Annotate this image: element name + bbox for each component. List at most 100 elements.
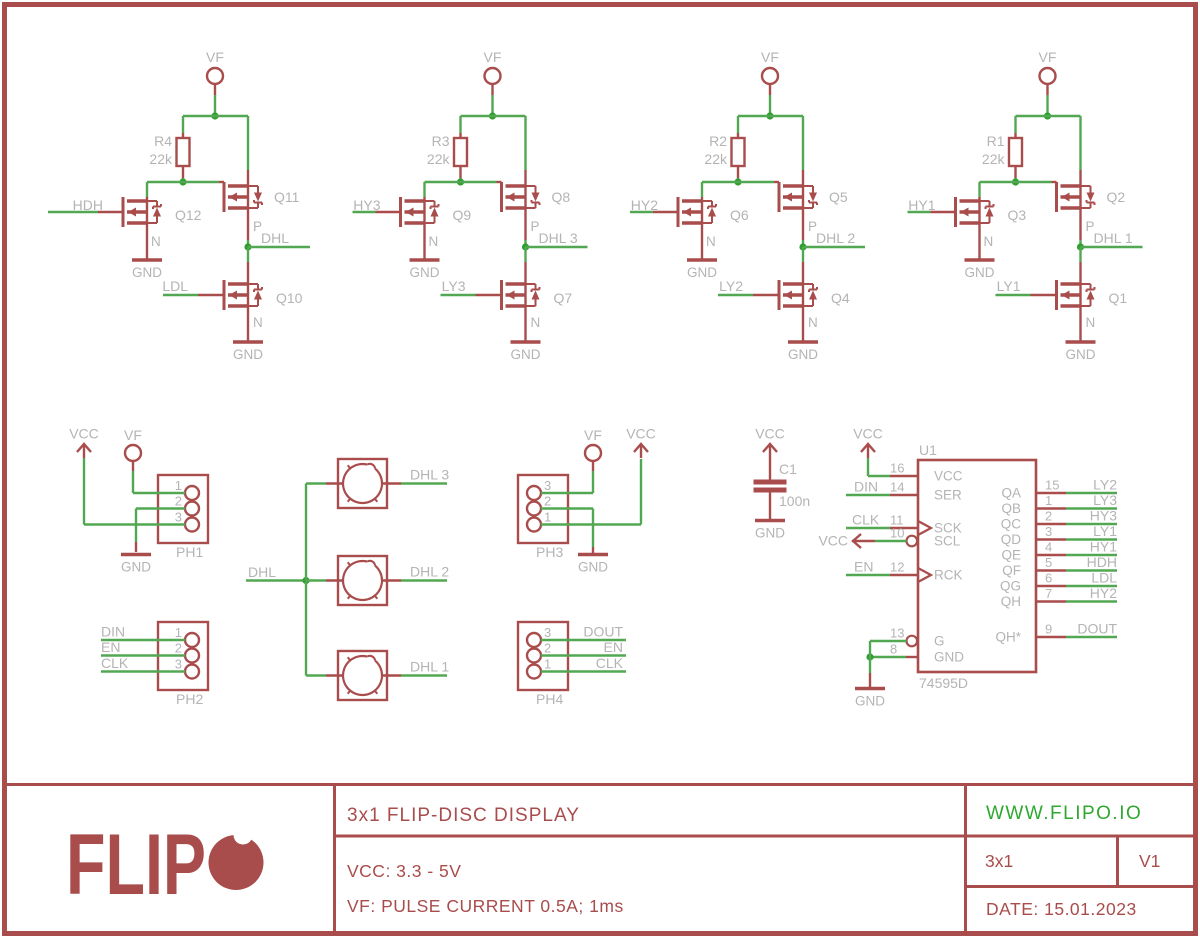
pin-number: 7 — [1045, 586, 1052, 601]
gnd-symbol: GND — [409, 258, 440, 280]
arrow-icon — [1061, 192, 1070, 202]
pin-circle — [525, 484, 543, 502]
mosfet-name: Q9 — [453, 207, 472, 223]
diode-triangle — [809, 290, 817, 300]
cap-plate — [753, 479, 787, 485]
signal-label: EN — [101, 639, 120, 655]
disc-box — [336, 457, 389, 510]
cap-name: C1 — [779, 461, 797, 477]
vcc-arrow-icon — [762, 442, 778, 458]
disc-notch — [366, 559, 377, 566]
ic-pin-name: GND — [934, 650, 964, 665]
disc-tab — [373, 497, 379, 503]
pin-circle — [183, 516, 201, 533]
sheet-version: V1 — [1139, 851, 1160, 871]
signal-label: EN — [604, 639, 623, 655]
pin-number: 3 — [1045, 524, 1052, 539]
resistor-value: 22k — [704, 151, 728, 167]
vf-terminal-icon — [123, 443, 143, 463]
signal-label: HDH — [1087, 554, 1117, 570]
gnd-symbol: GND — [964, 258, 995, 280]
ic-u1-74595d: U174595D16VCCVCC14SERDIN11SCKCLK10SCLVCC… — [818, 426, 1117, 709]
gnd-label: GND — [788, 347, 818, 362]
mosfet-name: Q3 — [1008, 207, 1027, 223]
sheet-title: 3x1 FLIP-DISC DISPLAY — [347, 805, 580, 826]
signal-label: DOUT — [1077, 621, 1117, 637]
ic-part: 74595D — [919, 675, 968, 691]
gnd-label: GND — [755, 526, 785, 541]
disc-tab — [346, 464, 352, 470]
disc-tab — [373, 689, 379, 695]
disc-output-label: DHL 1 — [410, 659, 449, 675]
vcc-label: VCC — [69, 426, 99, 442]
pin-number: 1 — [175, 625, 182, 640]
mosfet-q4 — [777, 280, 818, 310]
ic-pin-name: SER — [934, 488, 962, 503]
pin-number: 11 — [890, 513, 904, 528]
inverter-bubble-icon — [905, 534, 919, 548]
resistor-body — [452, 136, 469, 168]
vcc-arrow-icon — [633, 442, 649, 458]
pin-number: 2 — [1045, 509, 1052, 524]
diode-triangle — [153, 207, 161, 217]
low-input-label: LY1 — [997, 278, 1021, 294]
pin-circle — [525, 516, 543, 533]
high-input-label: HDH — [73, 197, 103, 213]
connector-name: PH4 — [536, 691, 563, 707]
gnd-symbol: GND — [788, 340, 818, 362]
pin-number: 13 — [890, 626, 904, 641]
pin-number: 1 — [544, 657, 551, 672]
pin-number: 2 — [175, 641, 182, 656]
gnd-symbol: GND — [578, 552, 608, 575]
high-input-label: HY3 — [353, 197, 380, 213]
channel-type-label: N — [1086, 315, 1096, 330]
diode-triangle — [809, 192, 817, 202]
mosfet-name: Q11 — [274, 189, 300, 205]
ic-pin-name: SCL — [934, 534, 961, 549]
title-block — [6, 783, 1194, 932]
mosfet-q6 — [676, 197, 717, 227]
pin-number: 4 — [1045, 540, 1052, 555]
gnd-symbol: GND — [233, 340, 263, 362]
ic-pin-name: QB — [1001, 501, 1021, 516]
disc-circle — [341, 654, 384, 697]
signal-label: CLK — [596, 655, 624, 671]
ic-pin-name: G — [934, 634, 945, 649]
mosfet-q7 — [500, 280, 541, 310]
signal-label: HY2 — [1090, 585, 1117, 601]
mosfet-name: Q4 — [831, 290, 850, 306]
arrow-icon — [683, 207, 691, 217]
vf-terminal-icon — [205, 66, 225, 86]
arrow-icon — [405, 207, 414, 217]
gnd-label: GND — [578, 560, 608, 575]
mosfet-name: Q2 — [1107, 189, 1126, 205]
clock-wedge-icon — [917, 520, 934, 536]
gnd-symbol: GND — [132, 258, 162, 280]
ic-pin-name: QA — [1001, 486, 1021, 501]
signal-label: LY2 — [1093, 477, 1117, 493]
diode-triangle — [985, 207, 994, 217]
gnd-label: GND — [687, 265, 717, 280]
channel-type-label: N — [531, 315, 541, 330]
logo-disc-icon — [208, 835, 264, 890]
mosfet-q5 — [777, 182, 818, 212]
gnd-label: GND — [410, 265, 440, 280]
output-net-label: DHL 3 — [539, 230, 578, 246]
low-input-label: LDL — [162, 278, 188, 294]
output-net-label: DHL — [261, 230, 289, 246]
pin-number: 5 — [1045, 555, 1052, 570]
pin-number: 3 — [544, 478, 551, 493]
website-link[interactable]: WWW.FLIPO.IO — [986, 803, 1142, 824]
cap-plate — [753, 487, 787, 493]
pin-number: 3 — [544, 625, 551, 640]
low-input-label: LY3 — [442, 278, 466, 294]
flip-disc-3: DHL 1 — [306, 649, 449, 702]
pin-circle — [525, 500, 543, 517]
signal-label: DIN — [854, 479, 878, 495]
signal-label: EN — [854, 559, 873, 575]
clock-wedge-icon — [917, 567, 934, 583]
